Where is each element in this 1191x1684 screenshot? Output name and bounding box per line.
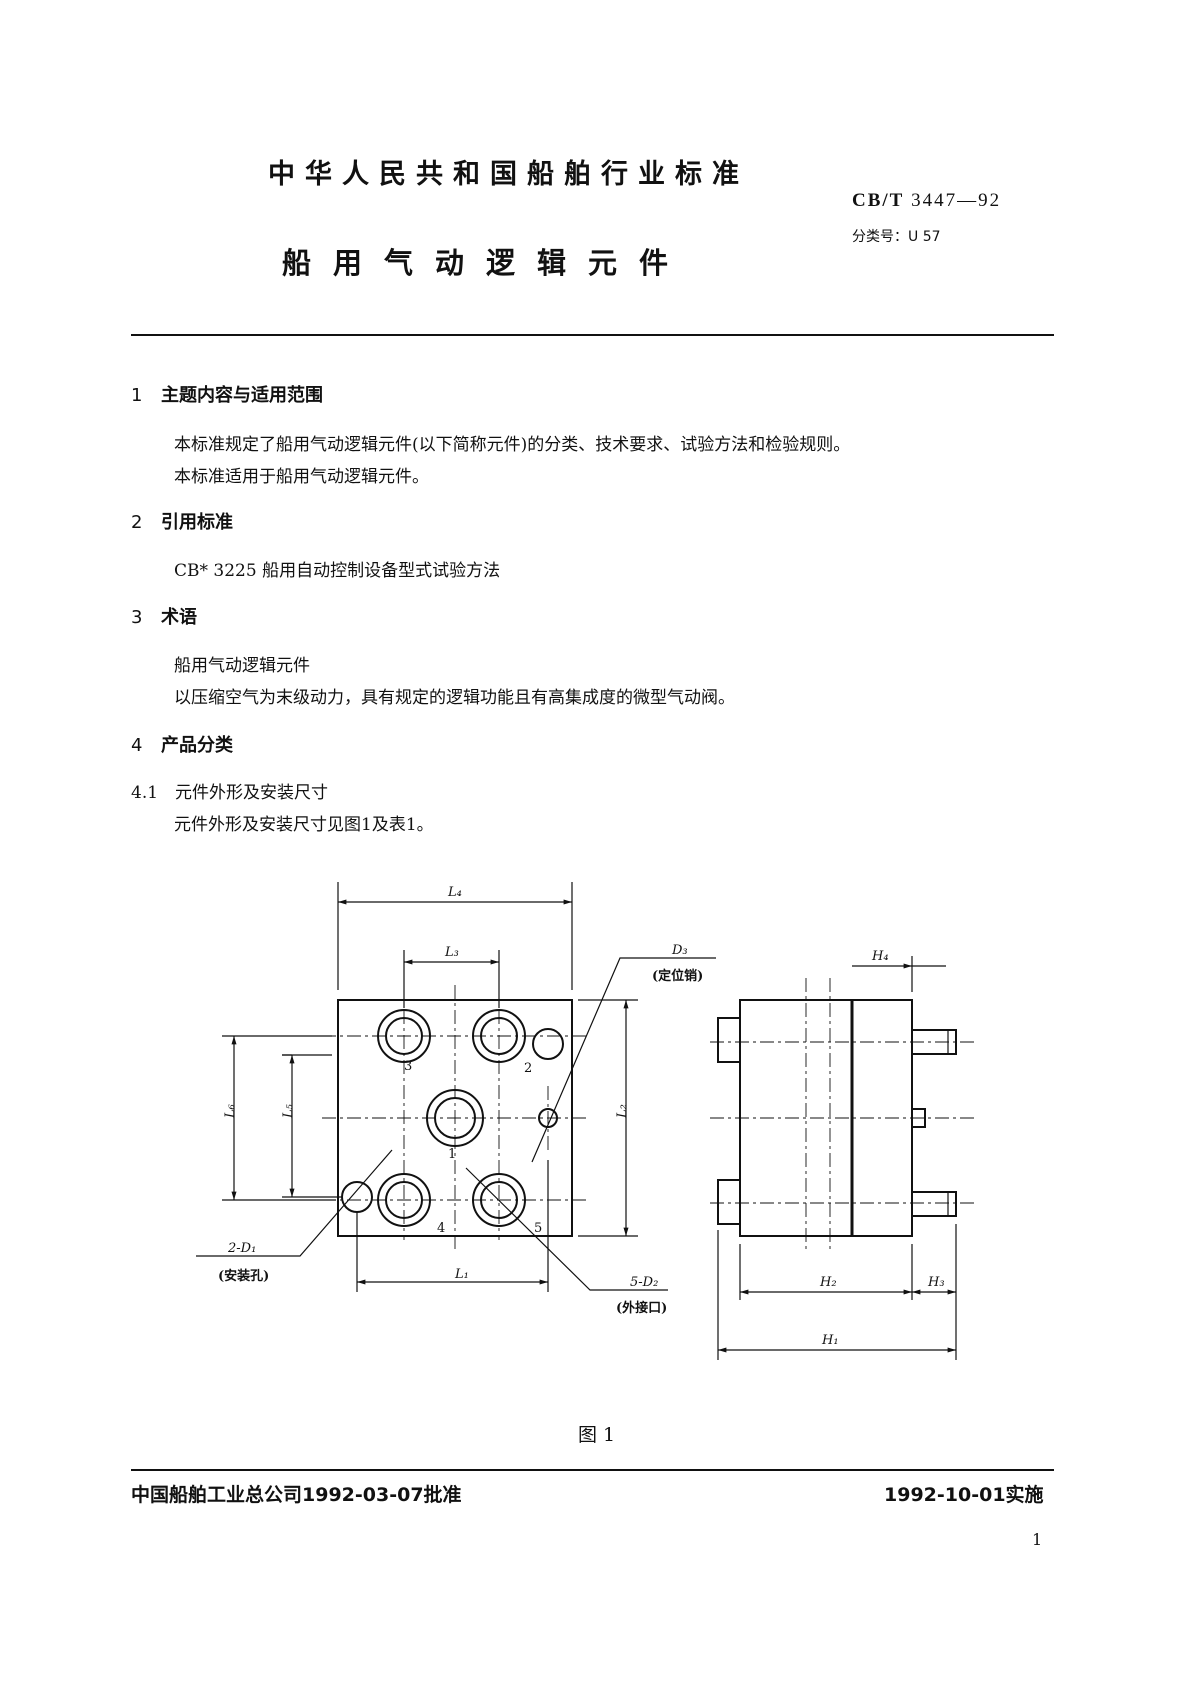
- dim-label-L1: L₁: [454, 1267, 469, 1282]
- label-2-D1: 2-D₁: [227, 1241, 256, 1256]
- dim-label-H4: H₄: [871, 949, 889, 964]
- port-5-outer: [472, 1173, 526, 1227]
- port-1-outer: [426, 1089, 484, 1147]
- mounting-hole: [341, 1181, 373, 1213]
- section-2-para-1: CB* 3225 船用自动控制设备型式试验方法: [174, 561, 501, 581]
- subsection-4-1-para: 元件外形及安装尺寸见图1及表1。: [174, 815, 434, 835]
- section-1-para-2: 本标准适用于船用气动逻辑元件。: [174, 467, 429, 487]
- figure-caption: 图 1: [578, 1424, 616, 1446]
- classification-number: 分类号：U 57: [852, 229, 941, 245]
- header-rule: [131, 334, 1054, 336]
- section-3-para-2: 以压缩空气为末级动力，具有规定的逻辑功能且有高集成度的微型气动阀。: [174, 688, 735, 708]
- dim-label-L6: L₆: [223, 1104, 238, 1119]
- port-label-3: 3: [404, 1059, 412, 1074]
- label-D3: D₃: [671, 943, 688, 958]
- port-4-outer: [377, 1173, 431, 1227]
- dim-label-H3: H₃: [927, 1275, 945, 1290]
- port-2-outer: [472, 1009, 526, 1063]
- dim-label-L2: L₂: [615, 1104, 630, 1119]
- port-label-4: 4: [437, 1221, 445, 1236]
- note-D1: (安装孔): [218, 1268, 269, 1284]
- dim-label-L3: L₃: [444, 945, 459, 960]
- section-1-para-1: 本标准规定了船用气动逻辑元件(以下简称元件)的分类、技术要求、试验方法和检验规则…: [174, 435, 851, 455]
- effective-date: 1992-10-01实施: [884, 1484, 1044, 1506]
- port-label-2: 2: [524, 1061, 532, 1076]
- port-label-1: 1: [448, 1147, 456, 1162]
- section-3-para-1: 船用气动逻辑元件: [174, 656, 310, 676]
- standard-code: 3447—92: [911, 190, 1002, 211]
- dim-label-H1: H₁: [821, 1333, 839, 1348]
- document-title: 船用气动逻辑元件: [282, 246, 691, 280]
- page-number: 1: [1032, 1530, 1043, 1549]
- dim-label-H2: H₂: [819, 1275, 837, 1290]
- approval-statement: 中国船舶工业总公司1992-03-07批准: [131, 1484, 462, 1506]
- note-D3: (定位销): [652, 968, 703, 984]
- issuing-organization: 中华人民共和国船舶行业标准: [268, 159, 749, 190]
- port-3-outer: [377, 1009, 431, 1063]
- standard-prefix: CB/T: [852, 190, 905, 211]
- port-label-5: 5: [534, 1221, 542, 1236]
- locating-pin: [538, 1108, 558, 1128]
- standard-number: CB/T 3447—92: [852, 190, 1001, 212]
- dim-label-L5: L₅: [281, 1103, 296, 1119]
- note-D2: (外接口): [616, 1300, 667, 1316]
- label-5-D2: 5-D₂: [630, 1275, 658, 1290]
- pin-hole: [532, 1028, 564, 1060]
- dim-label-L4: L₄: [447, 885, 462, 900]
- footer-rule: [131, 1469, 1054, 1471]
